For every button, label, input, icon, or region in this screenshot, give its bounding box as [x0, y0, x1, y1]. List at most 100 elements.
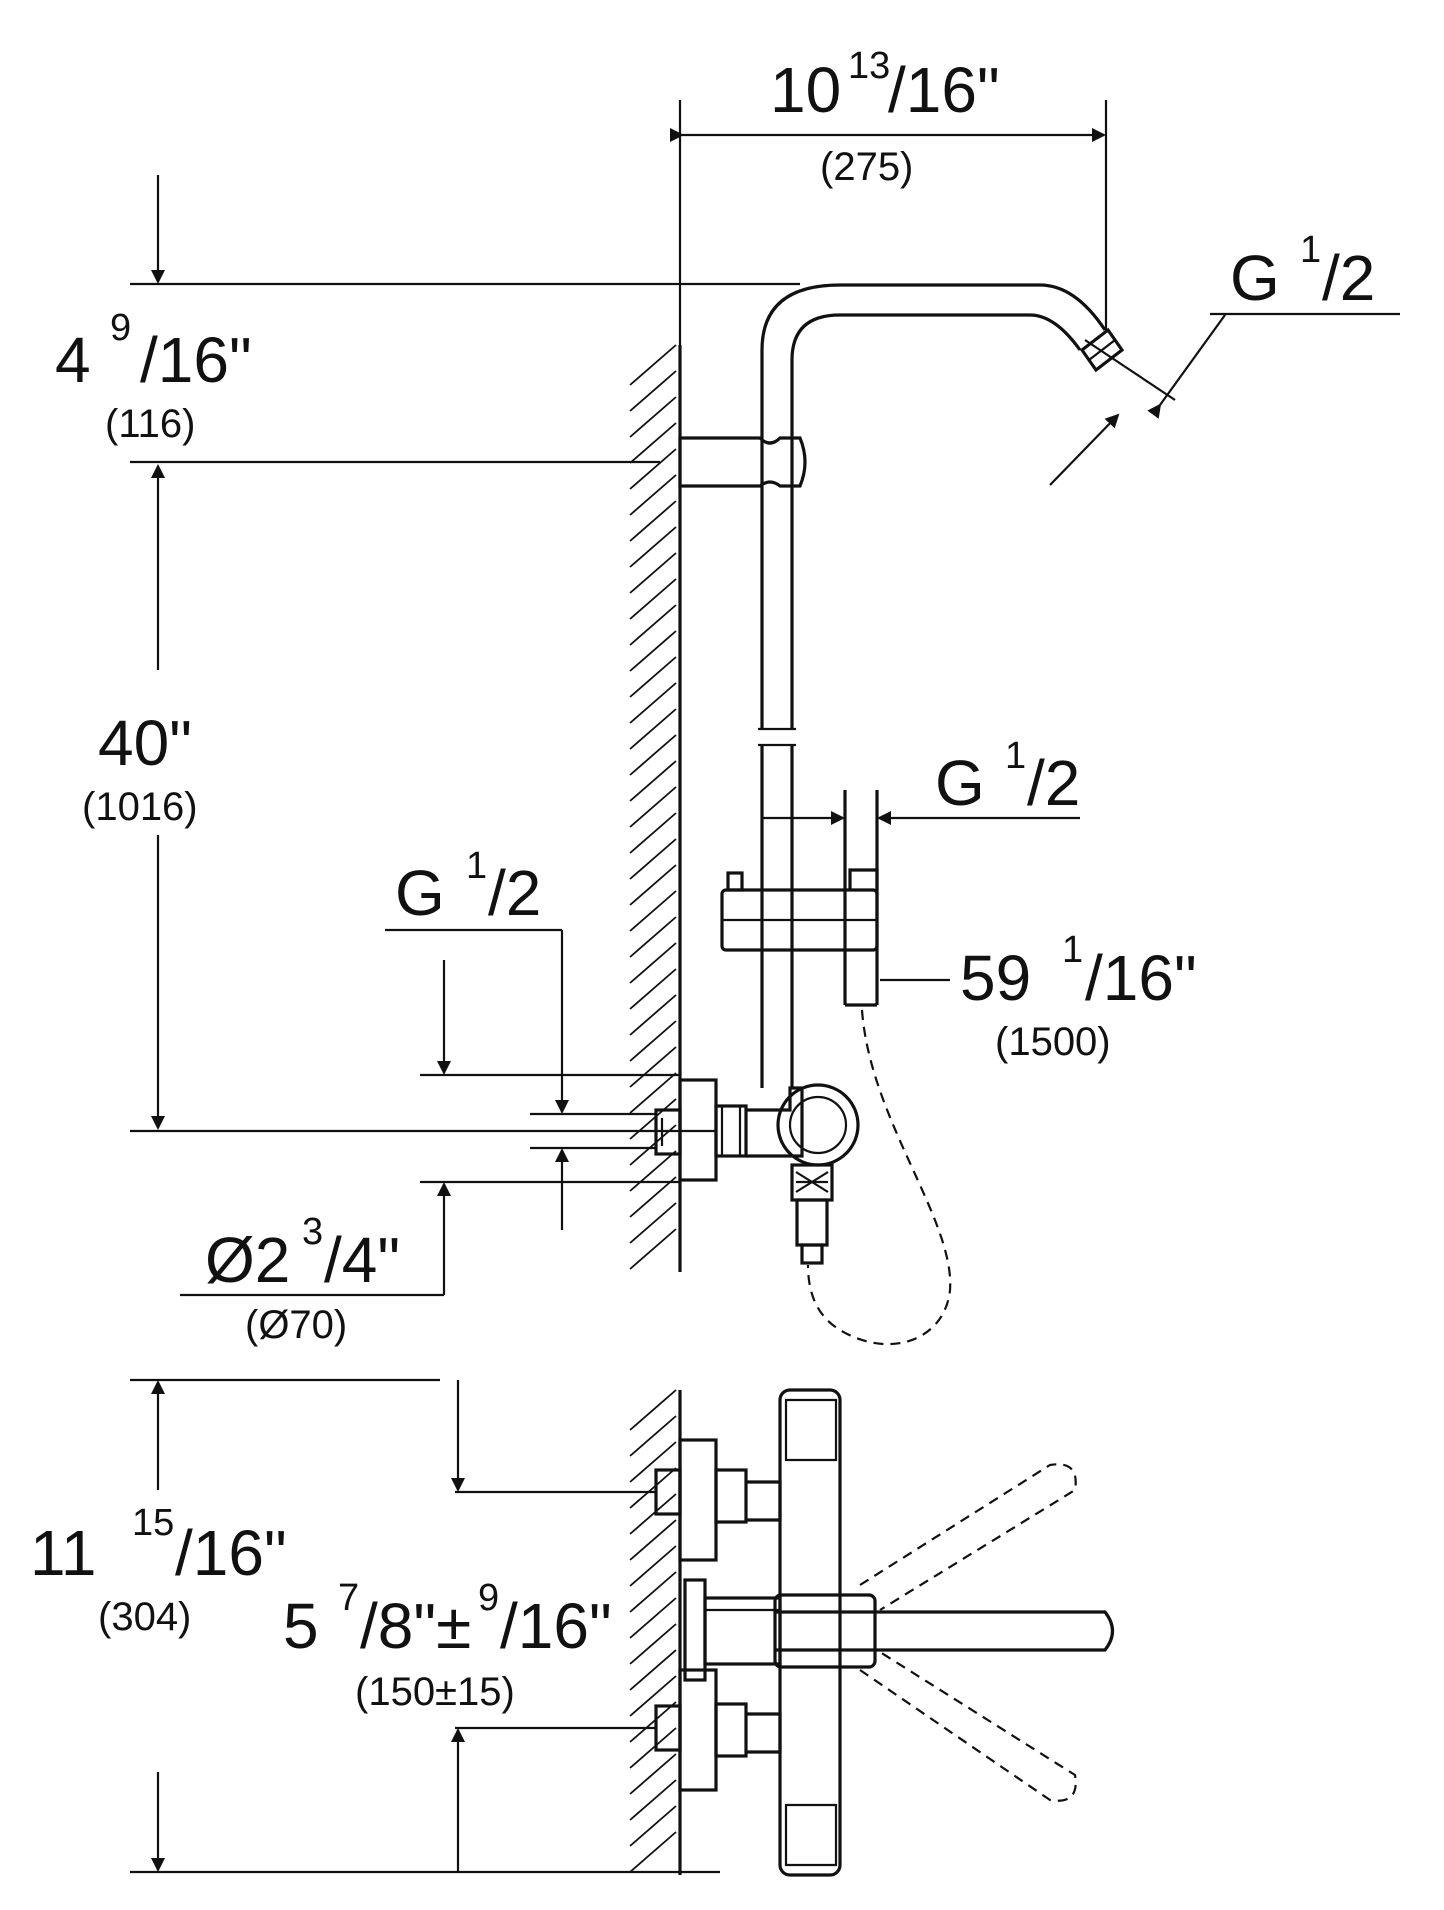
wall-hatch-line [629, 1753, 677, 1795]
dim-head-thread-prefix: G [1230, 242, 1280, 314]
dim-hose-length-mm: (1500) [995, 1020, 1111, 1064]
wall-hatch-line [629, 344, 677, 386]
dim-centers-den2: /16" [500, 1590, 612, 1662]
wall-hatch-line [629, 1150, 677, 1192]
dim-inlet-thread-den: /2 [488, 857, 541, 929]
wall-hatch-line [629, 1046, 677, 1088]
wall-hatch-line [629, 734, 677, 776]
dim-hose-length-num: 1 [1062, 929, 1083, 971]
dim-top-height-mm: (304) [98, 1595, 191, 1639]
dim-hand-thread: G 1 /2 [935, 735, 1080, 819]
wall-hatch-line [629, 1202, 677, 1244]
thermostat-front-view [654, 1388, 1115, 1877]
dim-inlet-thread-prefix: G [395, 857, 445, 929]
wall-hatch-line [629, 1176, 677, 1218]
dim-rail-height-mm: (1016) [82, 785, 198, 829]
wall-hatch-line [629, 1441, 677, 1483]
wall-hatch-line [629, 1098, 677, 1140]
wall-hatch-line [629, 500, 677, 542]
wall-hatch-line [629, 812, 677, 854]
dim-top-height: 11 15 /16" (304) [30, 1502, 287, 1639]
shower-pipe [758, 283, 1107, 1088]
dim-arm-height-num: 9 [110, 307, 131, 349]
dim-hand-thread-prefix: G [935, 747, 985, 819]
wall-hatch-line [629, 890, 677, 932]
wall-hatch-line [629, 396, 677, 438]
wall-hatch-line [629, 1493, 677, 1535]
dim-hose-length: 59 1 /16" (1500) [960, 929, 1197, 1064]
dim-arm-height-den: /16" [140, 324, 252, 396]
wall-hatch-line [629, 1831, 677, 1873]
wall-hatch-line [629, 1072, 677, 1114]
dim-escutcheon-whole: Ø2 [205, 1224, 290, 1296]
dim-arm-reach-num: 13 [848, 45, 890, 87]
wall-hatch-line [629, 1519, 677, 1561]
dim-top-height-whole: 11 [30, 1517, 96, 1589]
dim-centers-den: /8"± [360, 1590, 471, 1662]
dim-inlet-thread-num: 1 [466, 845, 487, 887]
dim-escutcheon-den: /4" [324, 1224, 400, 1296]
wall-hatch-line [629, 1545, 677, 1587]
wall-hatch-line [629, 630, 677, 672]
dim-escutcheon-mm: (Ø70) [245, 1303, 347, 1347]
dim-head-thread-den: /2 [1322, 242, 1375, 314]
dim-arm-reach: 10 13 /16" (275) [770, 45, 1000, 189]
dim-top-height-num: 15 [132, 1502, 174, 1544]
wall-hatch-line [629, 1675, 677, 1717]
dim-arm-reach-mm: (275) [820, 145, 913, 189]
head-connector [1079, 327, 1125, 373]
wall-bracket [678, 436, 807, 488]
wall-hatch-line [629, 578, 677, 620]
dim-hand-thread-num: 1 [1005, 735, 1026, 777]
wall-hatch-line [629, 916, 677, 958]
wall-hatch-line [629, 552, 677, 594]
mixer-valve-top-view [654, 1078, 860, 1265]
wall-hatch-line [629, 1727, 677, 1769]
wall-hatch-line [629, 1020, 677, 1062]
dim-hand-thread-den: /2 [1027, 747, 1080, 819]
wall-hatch-line [629, 1571, 677, 1613]
wall-hatch-line [629, 1623, 677, 1665]
wall-hatch-line [629, 1701, 677, 1743]
dim-arm-height-mm: (116) [105, 402, 195, 446]
dim-escutcheon-num: 3 [302, 1211, 323, 1253]
wall-hatch-line [629, 838, 677, 880]
shower-hose [806, 1009, 952, 1346]
wall-hatch-line [629, 1467, 677, 1509]
wall-hatch-line [629, 1415, 677, 1457]
wall-hatch-line [629, 656, 677, 698]
wall-hatch-line [629, 968, 677, 1010]
dim-arm-height: 4 9 /16" (116) [55, 307, 252, 446]
dim-hose-length-den: /16" [1085, 942, 1197, 1014]
wall-hatch-line [629, 994, 677, 1036]
dim-rail-height: 40" (1016) [82, 707, 198, 829]
dim-arm-reach-whole: 10 [770, 54, 841, 126]
wall-hatch-line [629, 1597, 677, 1639]
wall-hatch-line [629, 448, 677, 490]
dim-centers-num: 7 [338, 1577, 359, 1619]
dim-centers: 5 7 /8"± 9 /16" (150±15) [283, 1577, 612, 1714]
dim-hose-length-whole: 59 [960, 942, 1031, 1014]
dim-top-height-den: /16" [175, 1517, 287, 1589]
wall-hatch-line [629, 682, 677, 724]
dimension-lines [130, 100, 1400, 1874]
dim-centers-whole: 5 [283, 1590, 319, 1662]
dim-arm-reach-den: /16" [888, 54, 1000, 126]
wall-hatch-line [629, 1649, 677, 1691]
wall-hatch-line [629, 786, 677, 828]
wall-hatch-line [629, 708, 677, 750]
dim-centers-num2: 9 [478, 1577, 499, 1619]
wall-hatch-line [629, 370, 677, 412]
hand-shower-holder [720, 790, 879, 1007]
dim-head-thread-num: 1 [1300, 229, 1321, 271]
dim-head-thread: G 1 /2 [1230, 229, 1375, 314]
dim-centers-mm: (150±15) [355, 1670, 515, 1714]
wall-hatch-line [629, 760, 677, 802]
wall-hatch-line [629, 864, 677, 906]
dim-inlet-thread: G 1 /2 [395, 845, 541, 929]
dim-escutcheon: Ø2 3 /4" (Ø70) [205, 1211, 400, 1347]
wall-hatch-line [629, 1779, 677, 1821]
dim-arm-height-whole: 4 [55, 324, 91, 396]
wall-hatch-line [629, 942, 677, 984]
